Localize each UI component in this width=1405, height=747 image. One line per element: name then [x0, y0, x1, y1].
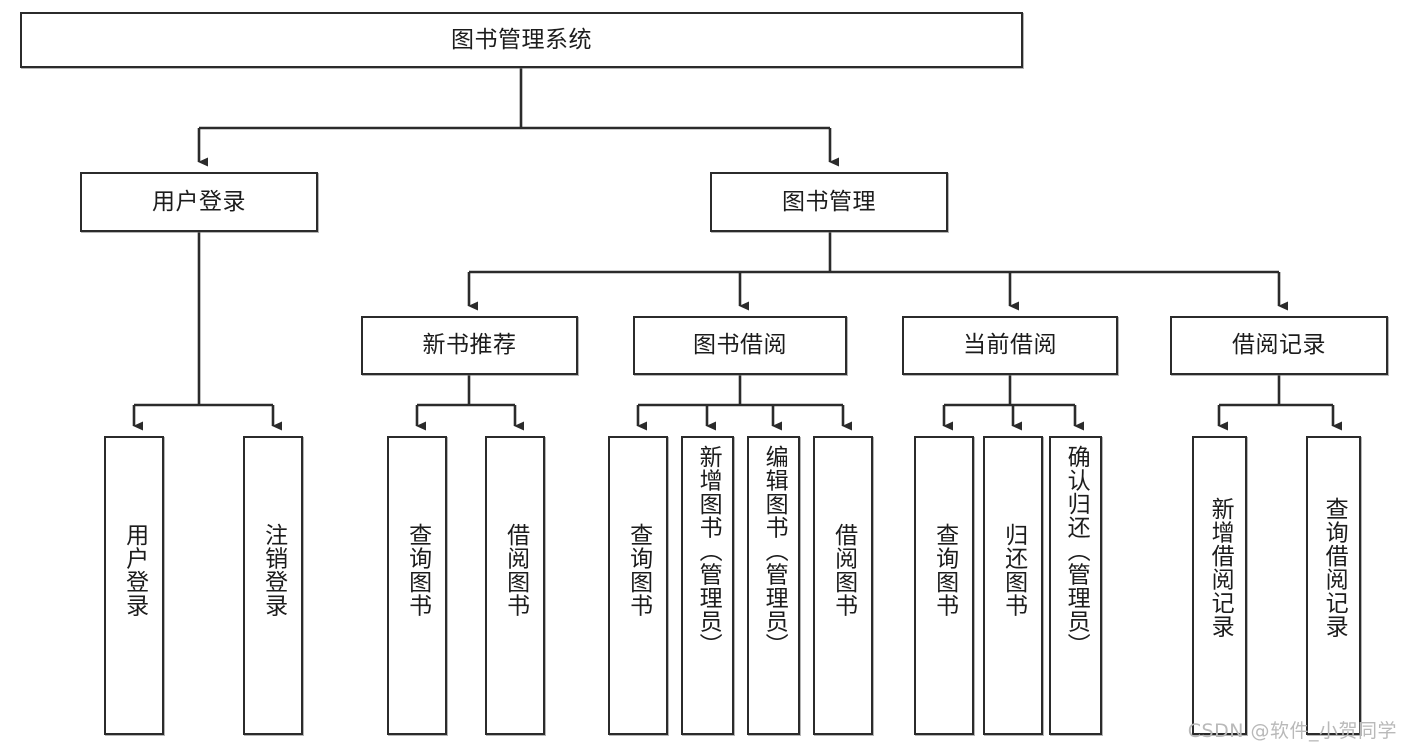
- watermark-text: CSDN @软件_小贺同学: [1187, 720, 1397, 742]
- node-book-borrow-label: 图书借阅: [693, 332, 787, 358]
- node-book-management-label: 图书管理: [782, 188, 876, 215]
- node-root-label: 图书管理系统: [451, 26, 592, 53]
- leaf-query-borrow-record[interactable]: 查询借阅记录: [1306, 436, 1361, 735]
- node-borrow-record-label: 借阅记录: [1232, 332, 1326, 358]
- leaf-user-login-label: 用户登录: [121, 523, 148, 617]
- leaf-borrow-book-recommend-label: 借阅图书: [502, 523, 529, 617]
- leaf-edit-book-admin[interactable]: 编辑图书（管理员）: [747, 436, 800, 735]
- leaf-borrow-book-recommend[interactable]: 借阅图书: [485, 436, 545, 735]
- leaf-confirm-return-admin-label: 确认归还（管理员）: [1063, 445, 1090, 657]
- leaf-user-logout[interactable]: 注销登录: [243, 436, 303, 735]
- leaf-return-book-label: 归还图书: [1000, 523, 1027, 617]
- leaf-add-book-admin[interactable]: 新增图书（管理员）: [681, 436, 734, 735]
- node-book-borrow[interactable]: 图书借阅: [633, 316, 847, 375]
- leaf-borrow-book[interactable]: 借阅图书: [813, 436, 873, 735]
- leaf-query-book-borrow-label: 查询图书: [625, 523, 652, 617]
- leaf-user-login[interactable]: 用户登录: [104, 436, 164, 735]
- node-user-login[interactable]: 用户登录: [80, 172, 318, 232]
- node-new-book-recommend[interactable]: 新书推荐: [361, 316, 578, 375]
- node-borrow-record[interactable]: 借阅记录: [1170, 316, 1388, 375]
- leaf-edit-book-admin-label: 编辑图书（管理员）: [761, 445, 788, 657]
- leaf-query-book-current-label: 查询图书: [931, 523, 958, 617]
- node-current-borrow[interactable]: 当前借阅: [902, 316, 1118, 375]
- leaf-add-borrow-record-label: 新增借阅记录: [1207, 497, 1234, 638]
- node-root[interactable]: 图书管理系统: [20, 12, 1023, 68]
- leaf-query-borrow-record-label: 查询借阅记录: [1321, 497, 1348, 638]
- leaf-add-book-admin-label: 新增图书（管理员）: [695, 445, 722, 657]
- node-book-management[interactable]: 图书管理: [710, 172, 948, 232]
- leaf-query-book-recommend[interactable]: 查询图书: [387, 436, 447, 735]
- leaf-add-borrow-record[interactable]: 新增借阅记录: [1192, 436, 1247, 735]
- node-user-login-label: 用户登录: [152, 188, 246, 215]
- leaf-return-book[interactable]: 归还图书: [983, 436, 1043, 735]
- leaf-query-book-recommend-label: 查询图书: [404, 523, 431, 617]
- leaf-query-book-borrow[interactable]: 查询图书: [608, 436, 668, 735]
- leaf-borrow-book-label: 借阅图书: [830, 523, 857, 617]
- node-current-borrow-label: 当前借阅: [963, 332, 1057, 358]
- leaf-confirm-return-admin[interactable]: 确认归还（管理员）: [1049, 436, 1102, 735]
- leaf-user-logout-label: 注销登录: [260, 523, 287, 617]
- node-new-book-recommend-label: 新书推荐: [422, 332, 517, 358]
- leaf-query-book-current[interactable]: 查询图书: [914, 436, 974, 735]
